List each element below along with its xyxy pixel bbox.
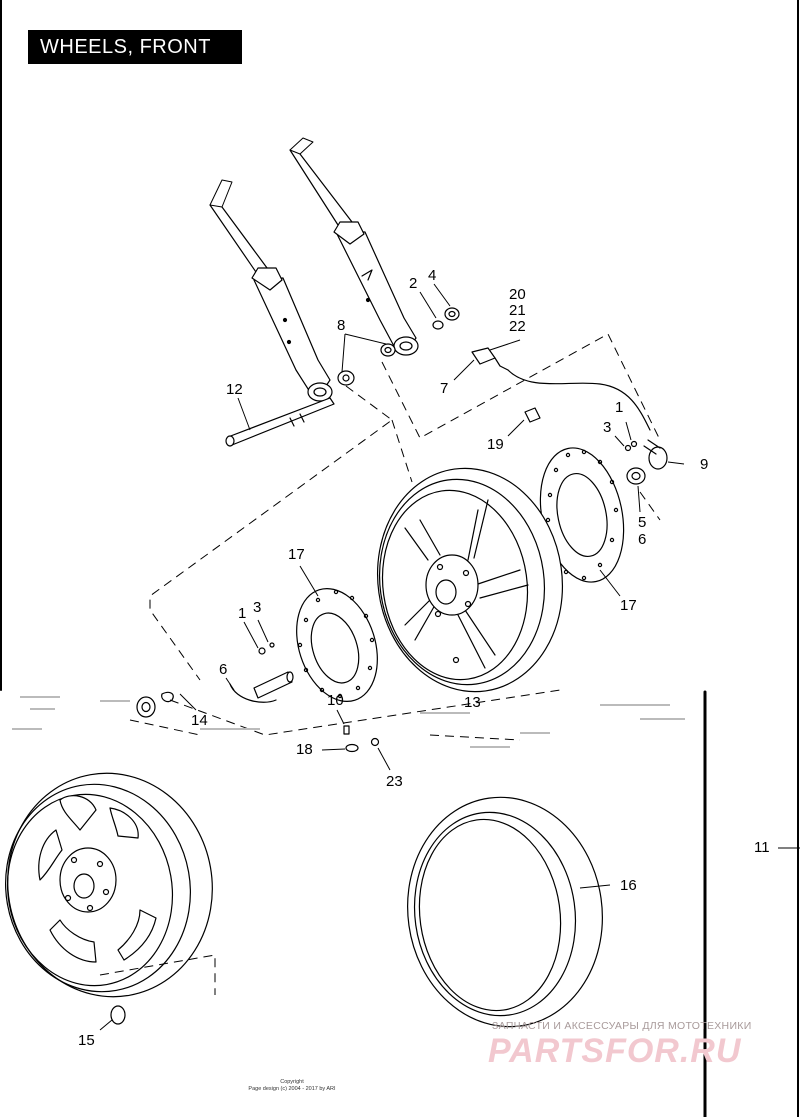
washer [432,320,444,330]
o-ring [110,1005,126,1025]
callout-22: 22 [509,318,526,335]
left-spacer [253,671,293,699]
callout-7: 7 [440,380,449,397]
callout-1: 1 [238,605,247,622]
callout-19: 19 [487,436,504,453]
callout-15: 15 [78,1032,95,1049]
callout-17: 17 [288,546,305,563]
callout-4: 4 [428,267,437,284]
callout-8: 8 [337,317,346,334]
grommet [524,407,541,423]
callout-6: 6 [638,531,647,548]
watermark-text: ЗАПЧАСТИ И АКСЕССУАРЫ ДЛЯ МОТОТЕХНИКИ [492,1020,752,1032]
wheel-speed-sensor [471,347,651,431]
right-fork-leg [289,137,419,356]
callout-12: 12 [226,381,243,398]
callout-14: 14 [191,712,208,729]
callout-21: 21 [509,302,526,319]
callout-3: 3 [253,599,262,616]
copyright: Copyright Page design (c) 2004 - 2017 by… [232,1079,352,1093]
callout-3: 3 [603,419,612,436]
scan-artifacts [12,696,685,748]
tire [407,796,603,1028]
callout-16: 16 [620,877,637,894]
callout-5: 5 [638,514,647,531]
callout-11: 11 [754,839,770,856]
callout-20: 20 [509,286,526,303]
brake-rotor-left [296,588,378,702]
sensor-ring [648,446,668,470]
watermark-logo: PARTSFOR.RU [488,1032,742,1070]
alternate-wheel [5,772,213,998]
callout-6: 6 [219,661,228,678]
callout-17: 17 [620,597,637,614]
callout-13: 13 [464,694,481,711]
callout-23: 23 [386,773,403,790]
left-bearing [136,696,156,718]
callout-18: 18 [296,741,313,758]
callout-10: 10 [327,692,344,709]
left-fork-leg [209,179,333,402]
callout-9: 9 [700,456,709,473]
callout-1: 1 [615,399,624,416]
spacer-right [380,343,396,357]
front-axle [225,397,335,447]
axle-nut [444,307,460,321]
page-title: WHEELS, FRONT [28,30,242,64]
copyright-line2: Page design (c) 2004 - 2017 by ARI [248,1086,336,1092]
callout-2: 2 [409,275,418,292]
right-bearing [626,467,646,485]
copyright-line1: Copyright [280,1079,304,1085]
spacer-left [337,370,355,386]
cast-wheel [376,467,564,693]
